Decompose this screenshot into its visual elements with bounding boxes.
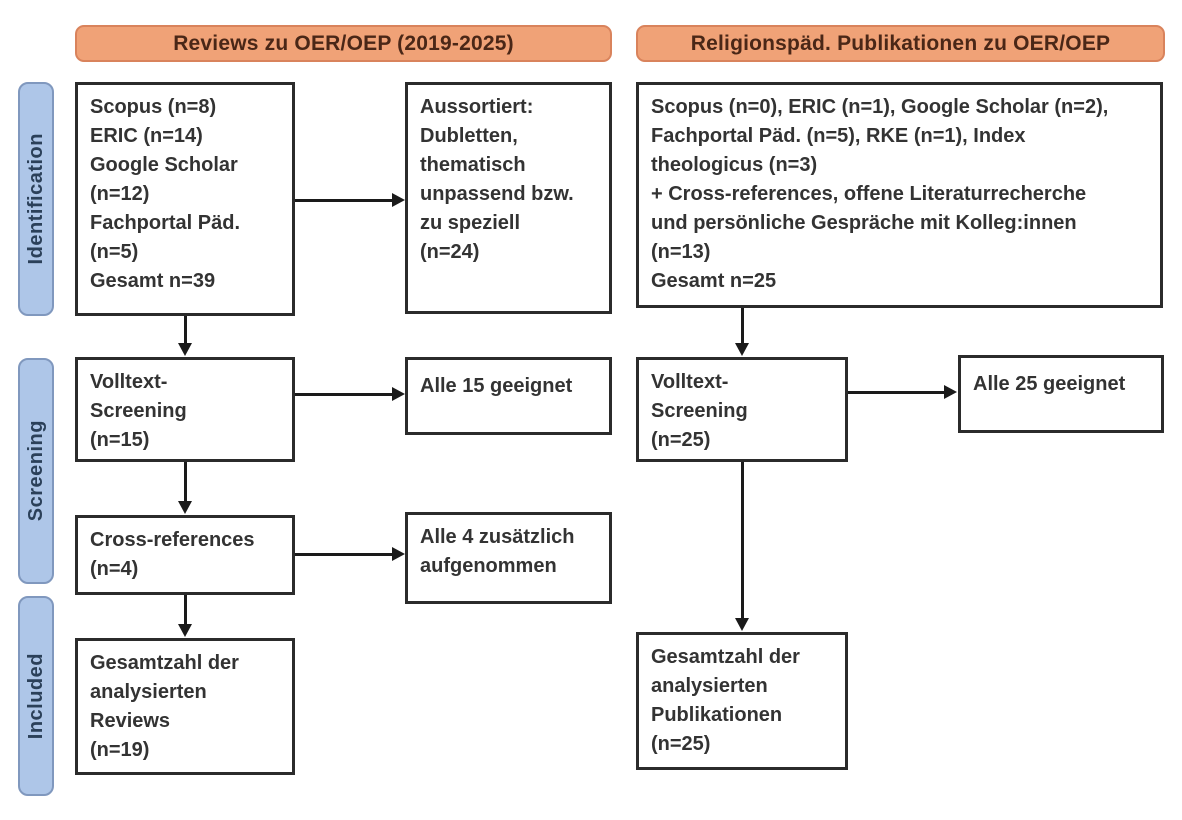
stage-label-screening-text: Screening (24, 420, 47, 522)
arrow-identification-to-screening-right (735, 308, 749, 356)
box-included-total-right: Gesamtzahl der analysierten Publikatione… (636, 632, 848, 770)
box-identification-sources-left: Scopus (n=8) ERIC (n=14) Google Scholar … (75, 82, 295, 316)
box-cross-references-result-left: Alle 4 zusätzlich aufgenommen (405, 512, 612, 604)
column-header-reviews: Reviews zu OER/OEP (2019-2025) (75, 25, 612, 62)
box-excluded-left: Aussortiert: Dubletten, thematisch unpas… (405, 82, 612, 314)
arrow-identification-to-excluded-left (295, 193, 405, 207)
stage-label-screening: Screening (18, 358, 54, 584)
arrow-crossref-to-result-left (295, 547, 405, 561)
arrow-screening-to-result-right (848, 385, 957, 399)
stage-label-included-text: Included (24, 652, 47, 740)
box-fulltext-result-right: Alle 25 geeignet (958, 355, 1164, 433)
box-cross-references-left: Cross-references (n=4) (75, 515, 295, 595)
arrow-identification-to-screening-left (178, 316, 192, 356)
box-included-total-left: Gesamtzahl der analysierten Reviews (n=1… (75, 638, 295, 775)
stage-label-included: Included (18, 596, 54, 796)
arrow-screening-to-result-left (295, 387, 405, 401)
box-fulltext-result-left: Alle 15 geeignet (405, 357, 612, 435)
arrow-crossref-to-included-left (178, 595, 192, 637)
box-fulltext-screening-left: Volltext- Screening (n=15) (75, 357, 295, 462)
arrow-screening-to-included-right (735, 462, 749, 631)
box-identification-sources-right: Scopus (n=0), ERIC (n=1), Google Scholar… (636, 82, 1163, 308)
stage-label-identification-text: Identification (24, 133, 47, 265)
box-fulltext-screening-right: Volltext- Screening (n=25) (636, 357, 848, 462)
arrow-screening-to-crossref-left (178, 462, 192, 514)
column-header-religionspaed: Religionspäd. Publikationen zu OER/OEP (636, 25, 1165, 62)
stage-label-identification: Identification (18, 82, 54, 316)
